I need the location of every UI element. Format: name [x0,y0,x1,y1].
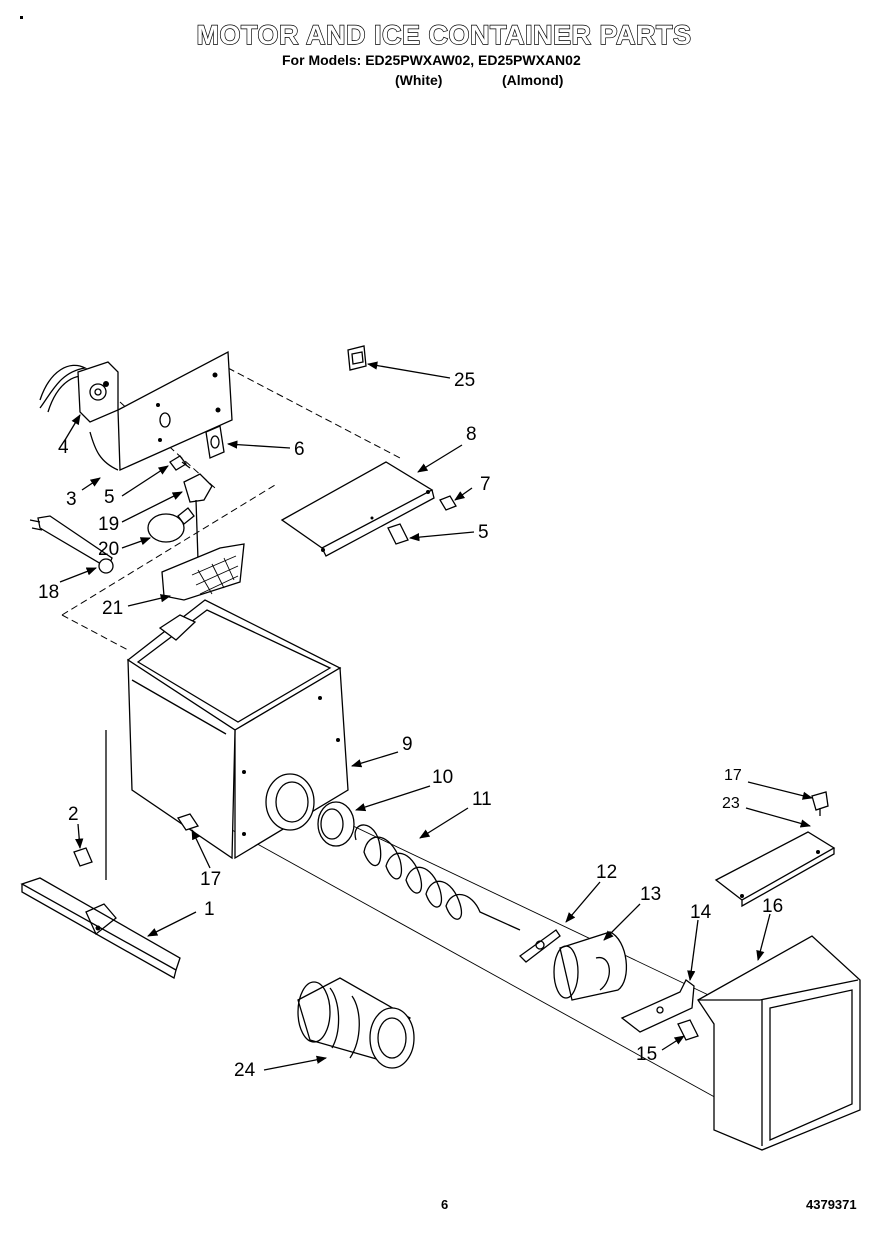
callout-11: 11 [472,789,492,810]
wire-harness-part-18 [29,515,114,574]
screw-part-15 [677,1019,699,1041]
screw-part-17-right [811,791,829,816]
callout-13: 13 [640,884,661,905]
callout-17-right: 17 [724,767,742,784]
callout-3: 3 [66,489,77,510]
page-title: MOTOR AND ICE CONTAINER PARTS [196,19,692,50]
light-shield-part-21 [161,543,245,601]
callout-23: 23 [722,795,740,812]
variant-almond: (Almond) [502,72,564,88]
variant-white: (White) [395,72,443,88]
light-socket-part-19 [183,473,213,561]
screw-part-17-left [176,813,200,831]
callout-10: 10 [432,767,453,788]
ice-bin-part-9 [126,599,349,860]
front-housing-part-16 [697,935,861,1151]
callout-17-left: 17 [200,869,221,890]
corner-mark [20,16,23,19]
callout-leaders [59,361,814,1071]
screw-part-5-upper [169,455,191,471]
callout-labels: 1 2 3 4 5 5 6 7 8 9 10 11 12 13 14 15 16… [38,370,783,1081]
support-bar-part-1 [20,877,181,979]
callout-1: 1 [204,899,215,920]
cover-plate-part-8 [280,461,435,557]
callout-20: 20 [98,539,119,560]
callout-18: 18 [38,582,59,603]
callout-9: 9 [402,734,413,755]
assembly-guide-lines [61,367,741,1101]
screw-part-7 [439,495,457,511]
switch-part-25 [347,345,367,371]
callout-5-upper: 5 [104,487,115,508]
bushing-part-10 [317,801,355,847]
motor-part-4 [39,361,119,423]
clip-part-6 [205,425,225,459]
callout-19: 19 [98,514,119,535]
callout-8: 8 [466,424,477,445]
crusher-blade-part-12 [519,929,561,963]
callout-16: 16 [762,896,783,917]
light-bulb-part-20 [147,507,195,543]
screw-part-5-right [387,523,409,545]
callout-21: 21 [102,598,123,619]
callout-4: 4 [58,437,69,458]
bracket-part-14 [620,979,695,1033]
mounting-plate-part-3 [89,350,233,471]
callout-12: 12 [596,862,617,883]
callout-24: 24 [234,1060,256,1081]
models-line: For Models: ED25PWXAW02, ED25PWXAN02 [282,52,581,68]
callout-2: 2 [68,804,79,825]
document-part-number: 4379371 [806,1197,857,1212]
screw-part-2 [73,847,93,867]
callout-6: 6 [294,439,305,460]
drum-part-24 [297,977,415,1069]
page-number: 6 [441,1197,449,1212]
callout-14: 14 [690,902,712,923]
plate-part-23 [714,831,836,908]
crusher-housing-part-13 [553,931,628,1001]
callout-25: 25 [454,370,475,391]
callout-7: 7 [480,474,491,495]
callout-15: 15 [636,1044,657,1065]
callout-5-right: 5 [478,522,489,543]
auger-spring-part-11 [354,824,521,931]
